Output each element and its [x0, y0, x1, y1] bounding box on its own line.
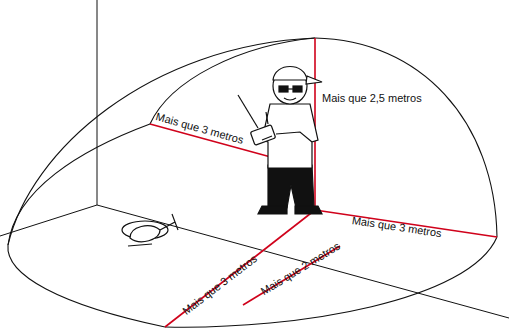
measure-lines: [150, 38, 497, 327]
dimension-label: Mais que 2,5 metros: [322, 92, 422, 105]
dimension-label: Mais que 3 metros: [351, 214, 442, 240]
dome-outline: [8, 38, 497, 327]
helicopter-icon: [122, 214, 178, 246]
boy-figure: [238, 67, 322, 215]
dimension-label: Mais que 3 metros: [180, 252, 260, 317]
